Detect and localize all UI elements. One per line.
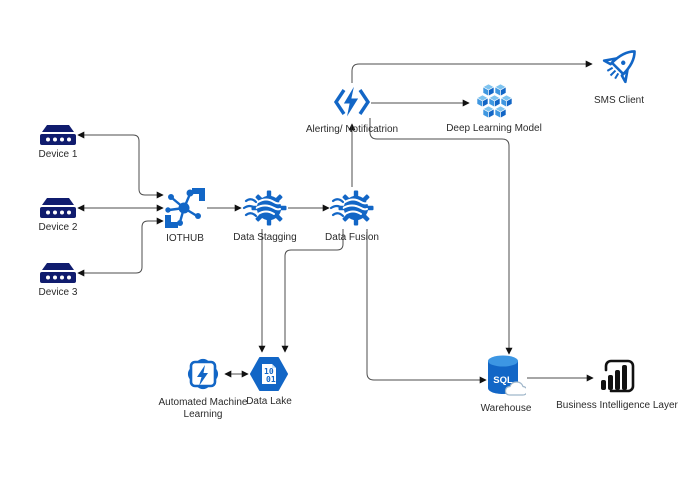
connector-alerting-sms bbox=[351, 60, 593, 83]
node-label: Data Lake bbox=[246, 396, 292, 407]
connector-device3-iothub bbox=[77, 217, 164, 277]
node-label: Warehouse bbox=[480, 403, 532, 414]
node-label: Device 3 bbox=[38, 286, 78, 298]
node-device-2[interactable]: Device 2 bbox=[0, 197, 133, 234]
gear-wave-icon bbox=[329, 187, 375, 229]
aml-lightning-icon bbox=[183, 354, 223, 394]
iot-hub-icon bbox=[162, 186, 208, 230]
node-data-fusion[interactable]: Data Fusion bbox=[277, 187, 427, 244]
connector-alerting-warehouse bbox=[369, 118, 513, 355]
device-icon bbox=[39, 262, 77, 284]
power-bi-icon bbox=[597, 357, 637, 397]
gear-wave-icon bbox=[242, 187, 288, 229]
node-data-stagging[interactable]: Data Stagging bbox=[190, 187, 340, 244]
node-label: Business Intelligence Layer bbox=[556, 400, 678, 411]
device-icon bbox=[39, 197, 77, 219]
node-label: Device 1 bbox=[38, 148, 78, 160]
svg-text:SQL: SQL bbox=[493, 375, 513, 386]
cube-cluster-icon bbox=[470, 83, 518, 120]
sql-cloud-icon: SQL bbox=[486, 354, 528, 400]
node-label: Deep Learning Model bbox=[446, 123, 542, 134]
node-label: IOTHUB bbox=[166, 233, 204, 244]
lightning-brackets-icon bbox=[333, 83, 371, 121]
rocket-icon bbox=[594, 42, 644, 92]
node-label: Device 2 bbox=[38, 221, 78, 233]
svg-text:10: 10 bbox=[264, 367, 274, 376]
node-business-intelligence-layer[interactable]: Business Intelligence Layer bbox=[542, 357, 692, 412]
node-alerting-notification[interactable]: Alerting/ Notificatrion bbox=[277, 83, 427, 136]
connector-device1-iothub bbox=[77, 131, 164, 199]
node-warehouse[interactable]: SQL Warehouse bbox=[431, 354, 581, 415]
device-icon bbox=[39, 124, 77, 146]
node-label: Automated Machine Learning bbox=[158, 397, 248, 420]
node-automated-machine-learning[interactable]: Automated Machine Learning bbox=[128, 354, 278, 420]
node-device-1[interactable]: Device 1 bbox=[0, 124, 133, 161]
node-label: Data Fusion bbox=[325, 232, 379, 243]
node-label: Data Stagging bbox=[233, 232, 297, 243]
node-sms-client[interactable]: SMS Client bbox=[544, 42, 694, 107]
node-device-3[interactable]: Device 3 bbox=[0, 262, 133, 299]
connector-fusion-warehouse bbox=[366, 229, 487, 384]
node-deep-learning-model[interactable]: Deep Learning Model bbox=[419, 83, 569, 135]
svg-text:01: 01 bbox=[266, 375, 276, 384]
connector-fusion-datalake bbox=[281, 229, 344, 353]
node-label: SMS Client bbox=[593, 95, 644, 106]
node-label: Alerting/ Notificatrion bbox=[305, 124, 399, 135]
node-iot-hub[interactable]: IOTHUB bbox=[110, 186, 260, 245]
